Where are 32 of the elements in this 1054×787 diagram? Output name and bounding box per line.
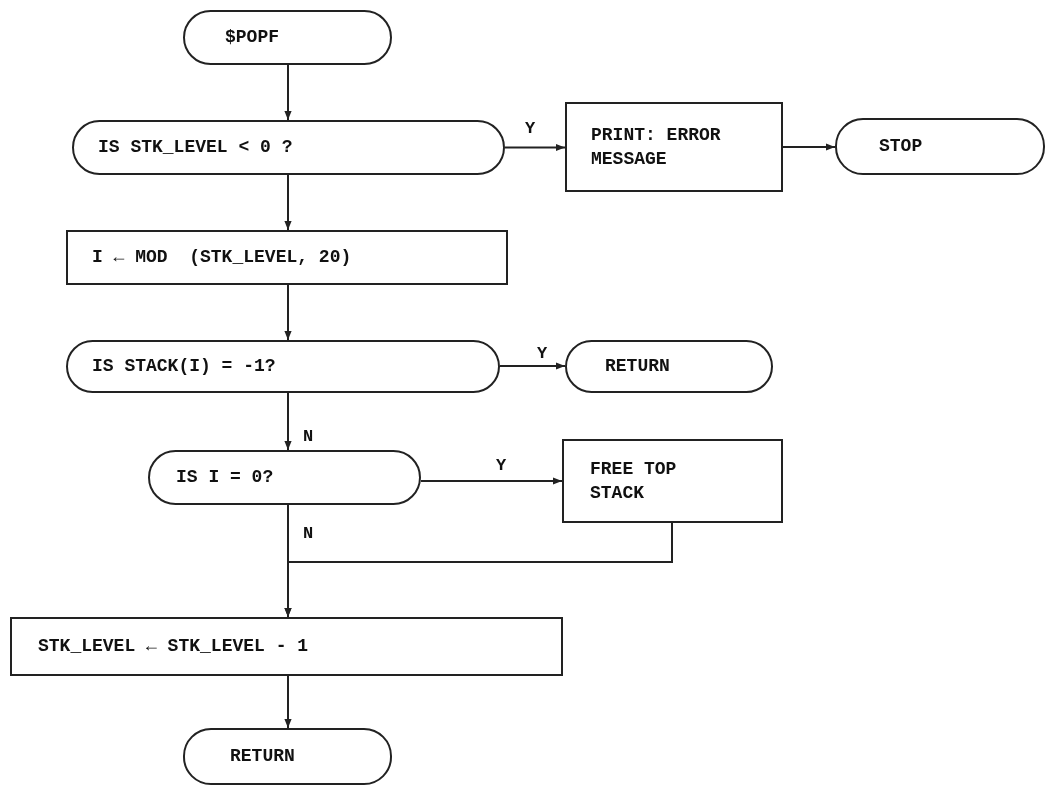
rounded-box — [72, 120, 505, 175]
node-text: RETURN — [605, 355, 670, 379]
arrow — [284, 392, 292, 451]
node-text: PRINT: ERROR MESSAGE — [591, 123, 722, 171]
rounded-box — [565, 340, 773, 393]
node-text: FREE TOP STACK — [590, 457, 678, 505]
rounded-box — [66, 340, 500, 393]
rounded-box — [183, 728, 392, 785]
arrow — [284, 522, 673, 618]
rounded-box — [835, 118, 1045, 175]
arrow — [284, 675, 292, 729]
node-text: RETURN — [230, 745, 295, 769]
node-text: I ← MOD (STK_LEVEL, 20) — [92, 246, 352, 270]
process-box — [10, 617, 563, 676]
node-text: IS STK_LEVEL < 0 ? — [98, 136, 293, 160]
node-text: STK_LEVEL ← STK_LEVEL - 1 — [38, 635, 309, 659]
node-text: IS I = 0? — [176, 466, 274, 490]
arrow — [499, 362, 566, 370]
arrow — [284, 174, 292, 231]
arrow — [420, 477, 563, 485]
process-box — [562, 439, 783, 523]
process-box — [565, 102, 783, 192]
arrow — [782, 143, 836, 151]
arrow — [504, 143, 566, 152]
arrow — [284, 284, 292, 341]
node-text: STOP — [879, 135, 923, 159]
node-text: $POPF — [225, 26, 279, 50]
arrow — [284, 64, 292, 121]
node-text: IS STACK(I) = -1? — [92, 355, 276, 379]
rounded-box — [183, 10, 392, 65]
rounded-box — [148, 450, 421, 505]
process-box — [66, 230, 508, 285]
